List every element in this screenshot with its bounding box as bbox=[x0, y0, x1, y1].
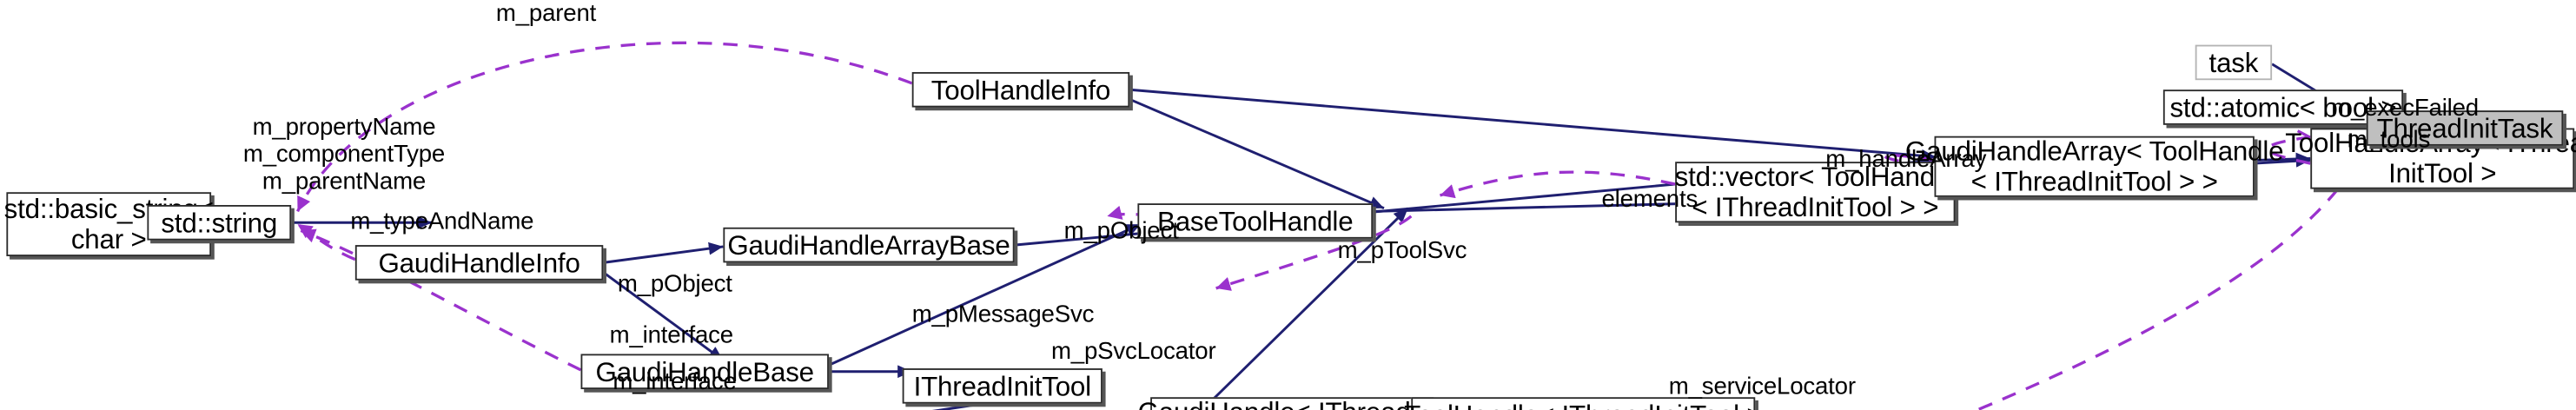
node-task[interactable]: task bbox=[2195, 44, 2273, 81]
node-gaudihandlearraybase[interactable]: GaudiHandleArrayBase bbox=[723, 227, 1015, 263]
edge-label-m-tools: m_tools bbox=[2347, 126, 2431, 154]
edge-label-m-parent: m_parent bbox=[495, 0, 597, 28]
edge-label-m-psvclocator: m_pSvcLocator bbox=[1050, 338, 1216, 366]
edge-label-elements: elements bbox=[1601, 185, 1699, 214]
node-gaudihandle-ithreadinittool[interactable]: GaudiHandle< IThreadInit Tool > bbox=[1138, 397, 1447, 410]
edge-label-m-servicelocator: m_serviceLocator bbox=[1668, 373, 1856, 400]
node-ithreadinittool[interactable]: IThreadInitTool bbox=[902, 368, 1103, 404]
edge-label-m-execfailed: m_execFailed bbox=[2331, 94, 2480, 122]
edge-label-m-property-group: m_propertyName m_componentType m_parentN… bbox=[242, 113, 446, 195]
edge-label-m-interface-msg: m_interface bbox=[609, 321, 734, 349]
node-gaudihandleinfo[interactable]: GaudiHandleInfo bbox=[354, 245, 604, 281]
edge-label-m-interface-svc: m_interface bbox=[613, 368, 737, 396]
node-std-string[interactable]: std::string bbox=[147, 205, 292, 241]
edge-label-m-handlearray: m_handleArray bbox=[1825, 145, 1987, 174]
edge-label-m-ptoolsvc: m_pToolSvc bbox=[1337, 236, 1467, 265]
node-toolhandle-ithreadinittool[interactable]: ToolHandle< IThreadInitTool > bbox=[1404, 397, 1763, 410]
edge-label-m-pobject-top: m_pObject bbox=[1063, 217, 1179, 246]
node-toolhandleinfo[interactable]: ToolHandleInfo bbox=[911, 71, 1130, 108]
edge-label-m-typeandname: m_typeAndName bbox=[350, 208, 534, 236]
edge-label-m-pmessagesvc: m_pMessageSvc bbox=[911, 301, 1095, 328]
edge-label-m-pobject-bottom: m_pObject bbox=[617, 270, 732, 298]
